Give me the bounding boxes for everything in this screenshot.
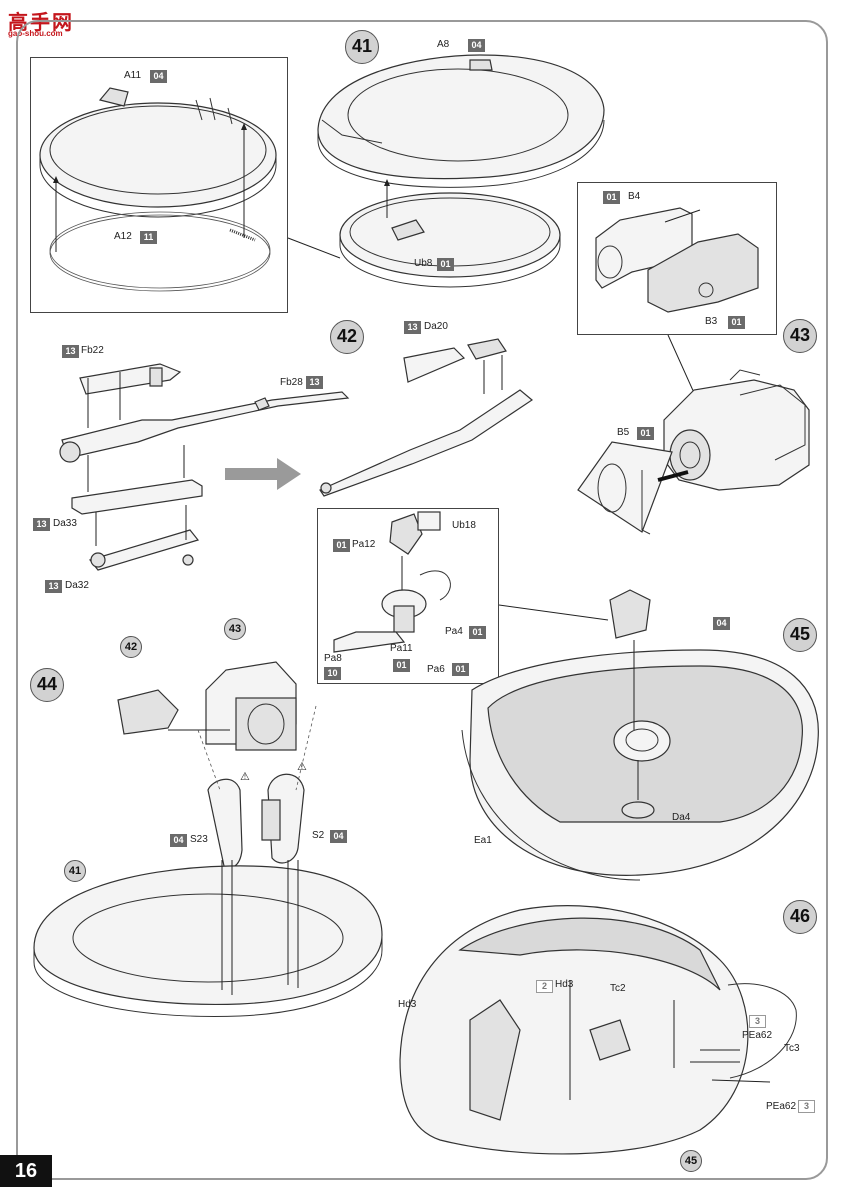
step-41: 41 <box>345 30 379 64</box>
part-hd3-sprue: 2 <box>536 980 553 993</box>
warning-icon-left: ⚠ <box>240 771 250 783</box>
hull-45-drawing <box>461 589 819 881</box>
cradle-da32-drawing <box>88 529 200 571</box>
ref-step-45: 45 <box>680 1150 702 1172</box>
part-fb22-label: Fb22 <box>81 345 104 356</box>
part-b3-label: B3 <box>705 316 718 327</box>
part-da33-label: Da33 <box>53 518 77 529</box>
part-b5-label: B5 <box>617 427 630 438</box>
turret-top-a8-drawing <box>317 54 605 188</box>
part-b5-drawing <box>577 441 689 535</box>
step-43: 43 <box>783 319 817 353</box>
part-tc2-label: Tc2 <box>610 983 626 994</box>
mount-pa-drawing <box>333 511 609 653</box>
lower-ring-drawing <box>339 179 561 288</box>
part-da20-label: Da20 <box>424 321 448 332</box>
part-pa4-label: Pa4 <box>445 626 463 637</box>
breech-b4-b3-drawing <box>595 207 759 313</box>
step44-dash-lines <box>197 705 317 791</box>
part-da32-label: Da32 <box>65 580 89 591</box>
process-arrow <box>225 458 301 490</box>
part-ub8-sprue: 01 <box>437 258 454 271</box>
step-46: 46 <box>783 900 817 934</box>
step44-breech-drawing <box>205 661 297 751</box>
part-a11-sprue: 04 <box>150 70 167 83</box>
ring-a11-drawing <box>39 87 277 218</box>
part-pea62-lower-sprue: 3 <box>798 1100 815 1113</box>
part-da32-sprue: 13 <box>45 580 62 593</box>
part-pa6-label: Pa6 <box>427 664 445 675</box>
part-b3-sprue: 01 <box>728 316 745 329</box>
part-b4-sprue: 01 <box>603 191 620 204</box>
part-s23-sprue: 04 <box>170 834 187 847</box>
part-pea62-upper-sprue: 3 <box>749 1015 766 1028</box>
part-fb28-sprue: 13 <box>306 376 323 389</box>
gun-fb28-drawing <box>59 391 350 463</box>
ref-step-42: 42 <box>120 636 142 658</box>
part-da20-sprue: 13 <box>404 321 421 334</box>
part-s2-label: S2 <box>312 830 325 841</box>
part-da4-label: Da4 <box>672 812 691 823</box>
page-frame <box>16 20 828 1180</box>
part-hd3-left-label: Hd3 <box>398 999 417 1010</box>
part-pea62-lower-label: PEa62 <box>766 1101 797 1112</box>
ring-a12-drawing <box>49 211 271 292</box>
part-b5-sprue: 01 <box>637 427 654 440</box>
step44-gun-drawing <box>117 689 230 735</box>
warning-icon-right: ⚠ <box>297 761 307 773</box>
part-da33-sprue: 13 <box>33 518 50 531</box>
page-number: 16 <box>0 1155 52 1187</box>
ref-step-43: 43 <box>224 618 246 640</box>
part-s23-label: S23 <box>190 834 208 845</box>
step44-ring-drawing <box>33 860 383 1017</box>
part-pa12-sprue: 01 <box>333 539 350 552</box>
gun-arrows-42 <box>87 372 187 546</box>
breech-assembly-43-drawing <box>663 369 810 491</box>
part-fb22-sprue: 13 <box>62 345 79 358</box>
step-45: 45 <box>783 618 817 652</box>
shield-s23-drawing <box>207 778 243 869</box>
part-a12-label: A12 <box>114 231 132 242</box>
turret-46-drawing <box>399 905 797 1155</box>
step-42: 42 <box>330 320 364 354</box>
cradle-da33-drawing <box>71 479 203 515</box>
part-ub8-label: Ub8 <box>414 258 433 269</box>
part-tc3-label: Tc3 <box>784 1043 800 1054</box>
part-hd3-label: Hd3 <box>555 979 574 990</box>
gun-fb22-drawing <box>79 363 182 395</box>
part-a12-sprue: 11 <box>140 231 157 244</box>
part-fb28-label: Fb28 <box>280 377 303 388</box>
part-b4-label: B4 <box>628 191 641 202</box>
part-pa8-label: Pa8 <box>324 653 342 664</box>
part-a11-label: A11 <box>124 70 142 81</box>
step-44: 44 <box>30 668 64 702</box>
part-a8-label: A8 <box>437 39 450 50</box>
inset43-pointer <box>667 334 696 396</box>
part-pa11-sprue: 01 <box>393 659 410 672</box>
ref-step-41: 41 <box>64 860 86 882</box>
part-pa8-sprue: 10 <box>324 667 341 680</box>
part-pa11-label: Pa11 <box>390 643 413 654</box>
shield-s2-drawing <box>261 773 305 864</box>
part-a8-sprue: 04 <box>468 39 485 52</box>
part-pa12-label: Pa12 <box>352 539 376 550</box>
part-pa4-sprue: 01 <box>469 626 486 639</box>
part-s2-sprue: 04 <box>330 830 347 843</box>
part-pea62-upper-label: PEa62 <box>742 1030 773 1041</box>
gun-assembled-42-drawing <box>319 338 534 497</box>
assembly-arrows-41-inset <box>53 123 341 259</box>
part-ub18-label: Ub18 <box>452 520 476 531</box>
hull-45-sprue: 04 <box>713 617 730 630</box>
part-ea1-label: Ea1 <box>474 835 492 846</box>
part-pa6-sprue: 01 <box>452 663 469 676</box>
